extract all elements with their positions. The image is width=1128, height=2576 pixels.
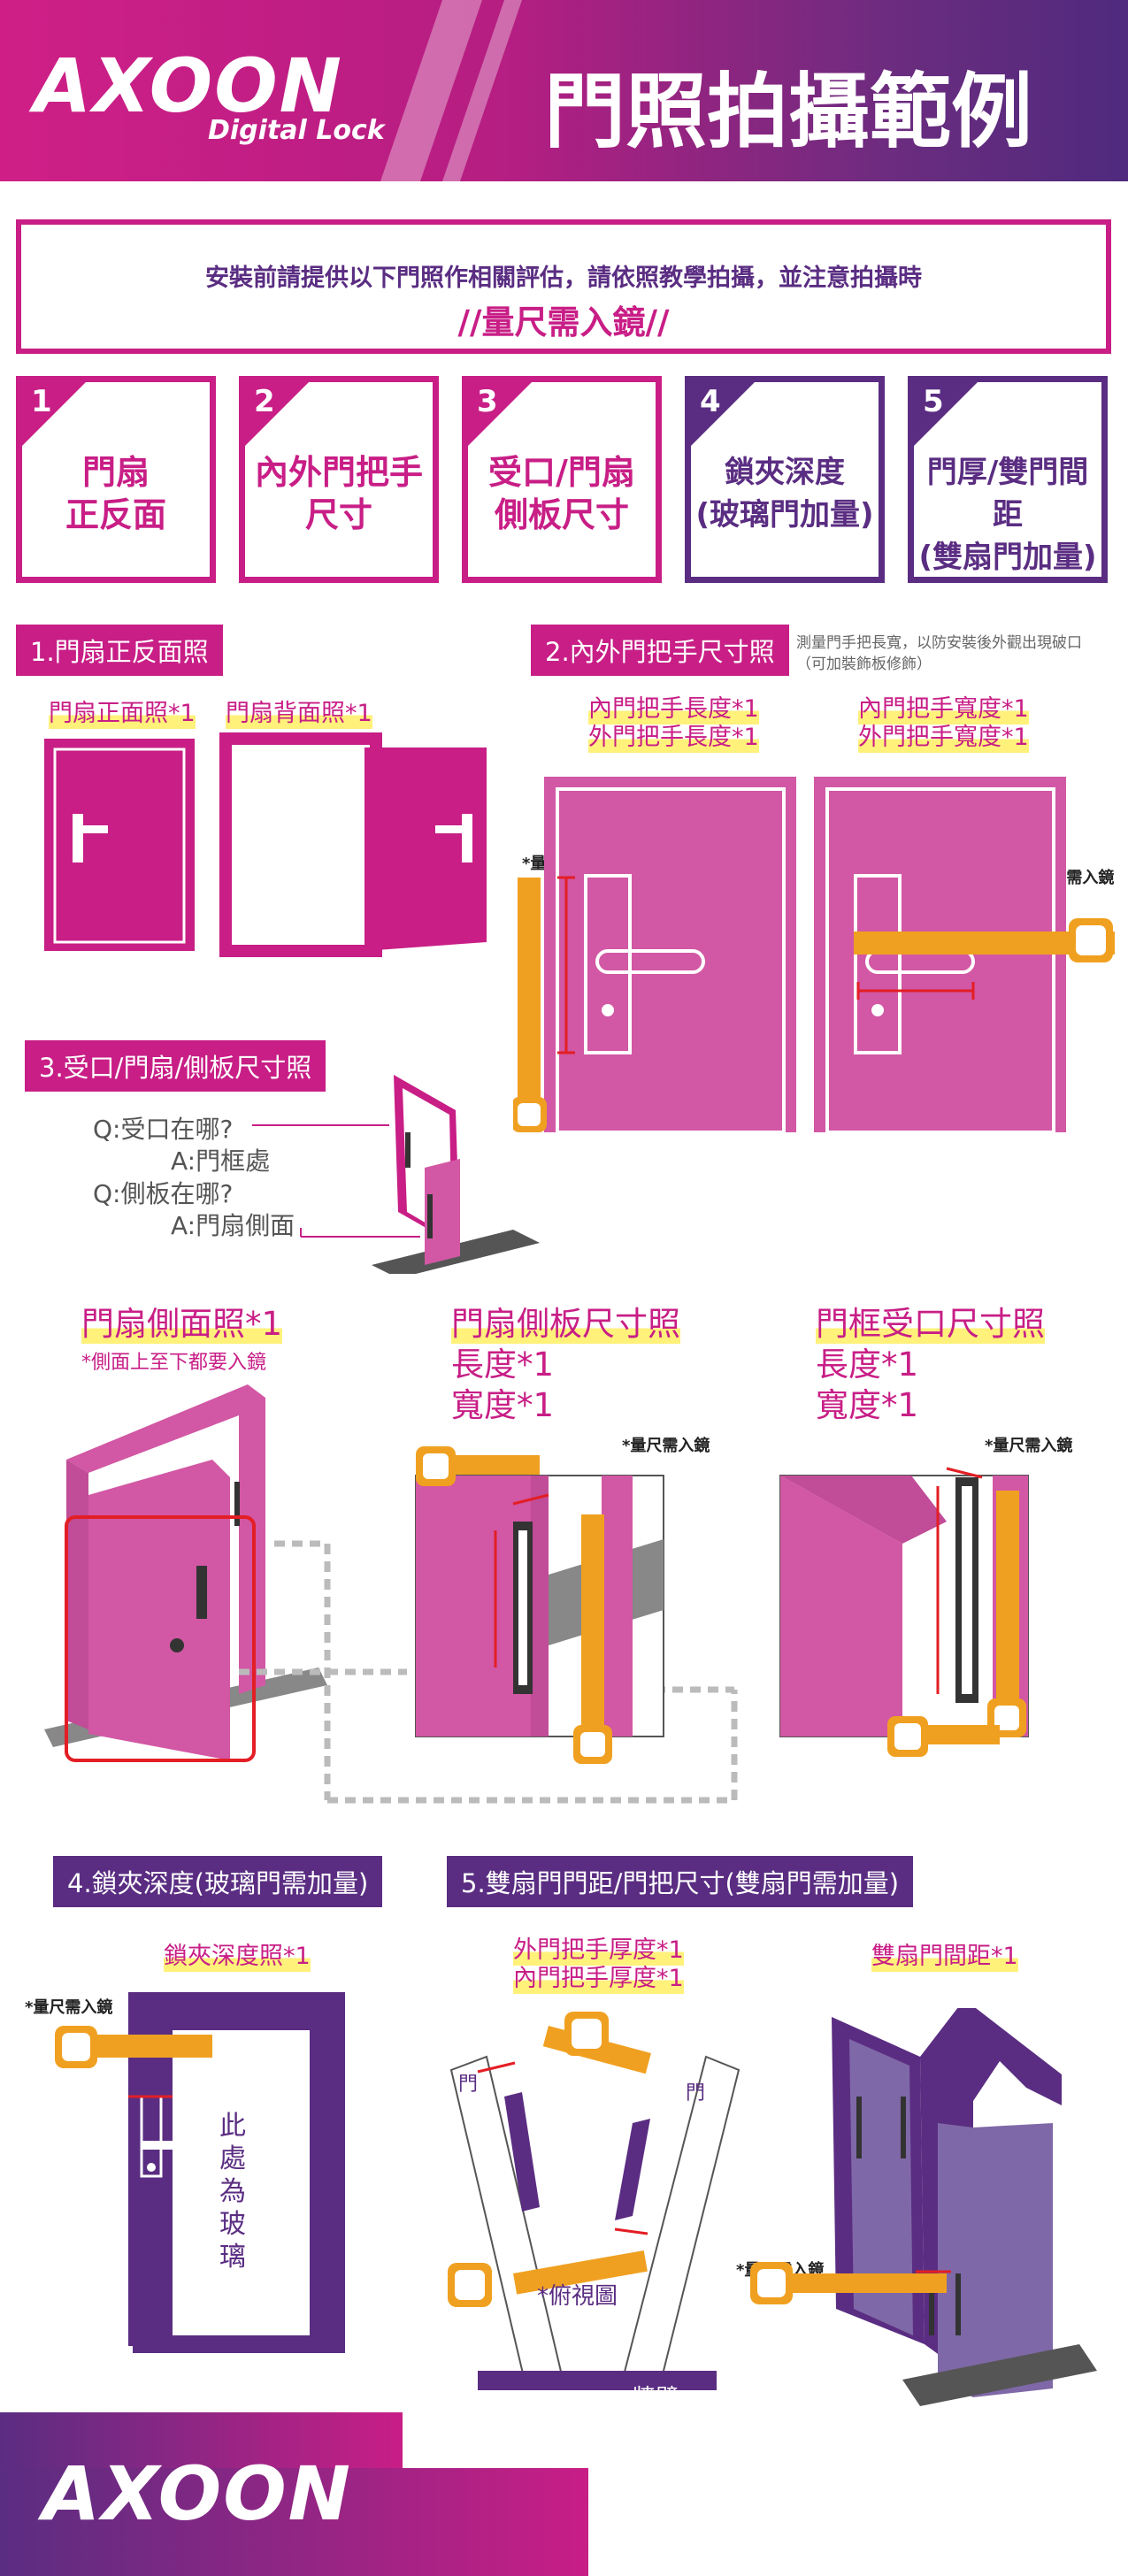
inner-thickness-label: 內門把手厚度*1	[513, 1964, 684, 1994]
footer-logo: AXOON	[42, 2450, 352, 2537]
intro-emphasis: //量尺需入鏡//	[457, 303, 670, 341]
front-photo-label: 門扇正面照*1	[49, 699, 196, 729]
brand-logo: AXOON	[34, 42, 343, 129]
double-door-illustration	[448, 2008, 1097, 2406]
step-label: 門扇 正反面	[65, 453, 166, 534]
ruler-note: *量尺需入鏡	[622, 1437, 710, 1455]
outer-thickness-label: 外門把手厚度*1	[513, 1936, 684, 1966]
top-view-label: *俯視圖	[537, 2283, 618, 2310]
step-card-2: 2 內外門把手 尺寸	[239, 376, 439, 583]
step-number: 2	[254, 384, 275, 419]
step-number: 5	[923, 384, 944, 419]
frame-width: 寬度*1	[816, 1386, 919, 1424]
clamp-depth-label: 鎖夾深度照*1	[164, 1942, 311, 1972]
intro-box: 安裝前請提供以下門照作相關評估，請依照教學拍攝，並注意拍攝時 //量尺需入鏡//	[16, 219, 1111, 354]
section3-title: 3.受口/門扇/側板尺寸照	[25, 1040, 326, 1092]
step-card-3: 3 受口/門扇 側板尺寸	[462, 376, 662, 583]
inner-width-label: 內門把手寬度*1	[858, 694, 1029, 724]
page-title: 門照拍攝範例	[544, 65, 1033, 159]
outer-length-label: 外門把手長度*1	[588, 723, 759, 753]
outer-width-label: 外門把手寬度*1	[858, 723, 1029, 753]
footer-band-lower	[0, 2468, 588, 2576]
section4-title: 4.鎖夾深度(玻璃門需加量)	[53, 1856, 383, 1907]
step-label: 門厚/雙門間距 (雙扇門加量)	[918, 455, 1097, 575]
door-label-left: 門	[458, 2074, 479, 2096]
section1-title: 1.門扇正反面照	[16, 625, 223, 676]
section2-note-2: （可加裝飾板修飾）	[796, 656, 932, 673]
ruler-note: *量尺需入鏡	[985, 1437, 1073, 1455]
wall-label: 牆壁	[633, 2385, 679, 2411]
answer-2: A:門扇側面	[171, 1211, 295, 1240]
ruler-note: *量尺需入鏡	[25, 1998, 113, 2017]
glass-door-clamp-illustration	[55, 1992, 345, 2353]
side-photo-title: 門扇側面照*1	[81, 1305, 283, 1344]
back-photo-label: 門扇背面照*1	[226, 699, 372, 729]
handle-measure-illustration	[513, 777, 1115, 1134]
step-number: 3	[477, 384, 498, 419]
step-label: 內外門把手 尺寸	[254, 453, 423, 534]
frame-photo-title: 門框受口尺寸照	[816, 1305, 1045, 1344]
panel-length: 長度*1	[451, 1346, 555, 1384]
glass-area-label: 此處為玻璃	[219, 2111, 246, 2273]
panel-width: 寬度*1	[451, 1386, 555, 1424]
step-label: 鎖夾深度 (玻璃門加量)	[695, 455, 874, 533]
panel-photo-title: 門扇側板尺寸照	[451, 1305, 680, 1344]
door-front-back-illustration	[44, 732, 487, 957]
brand-tagline: Digital Lock	[208, 115, 385, 146]
section2-note-1: 測量門手把長寬，以防安裝後外觀出現破口	[796, 634, 1082, 652]
intro-line: 安裝前請提供以下門照作相關評估，請依照教學拍攝，並注意拍攝時	[205, 264, 922, 292]
header-banner: AXOON Digital Lock 門照拍攝範例	[0, 0, 1128, 181]
door-frame-diagram	[252, 1075, 540, 1274]
answer-1: A:門框處	[171, 1146, 271, 1176]
step-card-5: 5 門厚/雙門間距 (雙扇門加量)	[908, 376, 1108, 583]
door-label-right: 門	[686, 2082, 706, 2104]
inner-length-label: 內門把手長度*1	[588, 694, 759, 724]
question-2: Q:側板在哪?	[93, 1179, 234, 1208]
section5-title: 5.雙扇門門距/門把尺寸(雙扇門需加量)	[447, 1856, 914, 1907]
frame-length: 長度*1	[816, 1346, 919, 1384]
side-photo-note: *側面上至下都要入鏡	[81, 1352, 267, 1374]
side-panel-frame-illustration	[44, 1384, 1029, 1804]
section2-title: 2.內外門把手尺寸照	[531, 625, 789, 676]
header-decoration	[380, 0, 522, 181]
double-door-gap-label: 雙扇門間距*1	[871, 1942, 1018, 1972]
step-label: 受口/門扇 側板尺寸	[488, 453, 635, 534]
step-card-4: 4 鎖夾深度 (玻璃門加量)	[685, 376, 885, 583]
question-1: Q:受口在哪?	[93, 1115, 234, 1144]
step-card-1: 1 門扇 正反面	[16, 376, 216, 583]
step-number: 1	[31, 384, 52, 419]
step-number: 4	[700, 384, 721, 419]
